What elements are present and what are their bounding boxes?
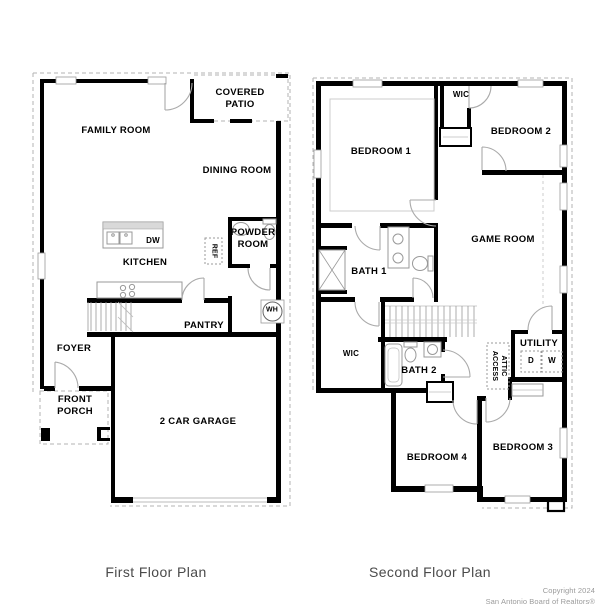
room-label-bath-1: BATH 1 xyxy=(351,266,387,278)
water-heater-label: WH xyxy=(265,306,279,314)
copyright-line1: Copyright 2024 xyxy=(542,586,595,595)
room-label-powder-room: POWDER ROOM xyxy=(230,227,276,250)
copyright-line2: San Antonio Board of Realtors® xyxy=(485,596,595,606)
bath2-fixtures xyxy=(384,341,442,387)
room-label-wic-hall: WIC xyxy=(342,349,360,358)
first-floor-plan xyxy=(32,72,291,507)
room-label-garage: 2 CAR GARAGE xyxy=(159,416,237,428)
room-label-covered-patio: COVERED PATIO xyxy=(215,87,265,110)
room-label-front-porch: FRONT PORCH xyxy=(57,394,93,417)
water-heater xyxy=(260,299,285,324)
refrigerator-label: REF xyxy=(210,243,218,259)
first-floor-stairs xyxy=(87,301,134,333)
garage-door xyxy=(133,497,267,503)
bath1-fixtures xyxy=(318,226,434,291)
room-label-dining-room: DINING ROOM xyxy=(202,165,272,177)
washer-label: W xyxy=(548,356,556,365)
second-floor-stairs xyxy=(385,305,477,337)
first-floor-door-arcs xyxy=(54,82,271,389)
dishwasher-label: DW xyxy=(146,236,160,245)
room-label-family-room: FAMILY ROOM xyxy=(81,125,151,137)
room-label-utility: UTILITY xyxy=(520,338,558,350)
attic-access-box xyxy=(486,342,510,390)
first-floor-windows xyxy=(37,76,167,280)
room-label-bedroom-2: BEDROOM 2 xyxy=(490,126,552,138)
room-label-attic-access: ATTIC ACCESS xyxy=(491,350,507,382)
first-floor-caption: First Floor Plan xyxy=(105,564,207,580)
utility-appliances xyxy=(520,350,563,373)
bedroom1-ceiling-line xyxy=(329,98,435,212)
room-label-wic-bedroom1: WIC xyxy=(452,90,470,99)
second-floor-windows xyxy=(313,79,568,504)
second-floor-roof-outline xyxy=(312,77,573,509)
room-label-bedroom-4: BEDROOM 4 xyxy=(406,452,468,464)
second-floor-plan xyxy=(312,77,573,513)
dryer-label: D xyxy=(528,356,534,365)
room-label-bedroom-1: BEDROOM 1 xyxy=(350,146,412,158)
room-label-game-room: GAME ROOM xyxy=(471,234,535,246)
copyright-notice: Copyright 2024 San Antonio Board of Real… xyxy=(486,586,595,608)
room-label-pantry: PANTRY xyxy=(184,320,224,332)
room-label-foyer: FOYER xyxy=(56,343,92,355)
powder-room-fixtures xyxy=(232,218,277,240)
room-label-bath-2: BATH 2 xyxy=(401,365,437,377)
second-floor-door-arcs xyxy=(354,85,553,425)
kitchen-island xyxy=(102,221,164,249)
room-label-bedroom-3: BEDROOM 3 xyxy=(492,442,554,454)
room-label-kitchen: KITCHEN xyxy=(122,257,168,269)
refrigerator-box xyxy=(204,237,223,265)
kitchen-counter-stove xyxy=(96,281,183,299)
second-floor-caption: Second Floor Plan xyxy=(369,564,491,580)
second-floor-closets xyxy=(426,127,566,513)
